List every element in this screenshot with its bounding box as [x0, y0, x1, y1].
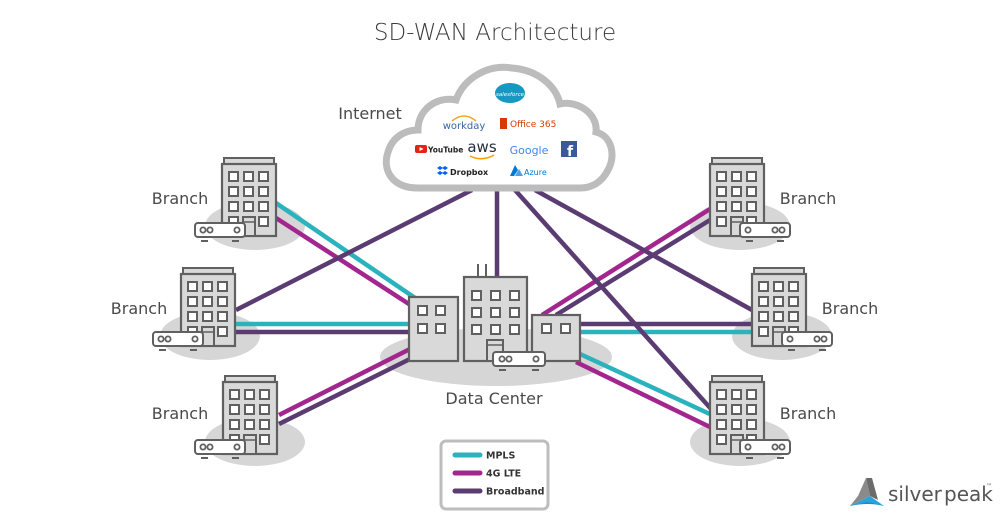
google-logo: Google [510, 144, 549, 157]
link-broadband [513, 188, 714, 412]
legend: MPLS 4G LTE Broadband [439, 439, 550, 511]
data-center-router [492, 351, 546, 371]
legend-label: Broadband [486, 487, 544, 498]
aws-logo: aws [467, 138, 497, 160]
svg-text:f: f [567, 144, 574, 160]
branch-middle-left: Branch [111, 266, 237, 351]
branch-bottom-left: Branch [152, 374, 279, 459]
legend-label: MPLS [486, 451, 515, 462]
branch-label: Branch [822, 299, 878, 318]
branch-label: Branch [152, 189, 208, 208]
branch-top-right: Branch [708, 156, 836, 242]
branch-middle-right: Branch [750, 266, 878, 351]
svg-text:salesforce: salesforce [496, 92, 525, 98]
azure-logo: Azure [510, 165, 547, 177]
link-broadband [234, 187, 474, 313]
dropbox-logo: Dropbox [437, 166, 489, 177]
link-broadband [554, 218, 712, 317]
brand-text-silver: silver [888, 482, 943, 506]
cloud-shape [382, 63, 616, 192]
svg-text:workday: workday [443, 121, 486, 132]
workday-logo: workday [443, 115, 486, 132]
connection-lines [234, 187, 754, 431]
silver-peak-logo: silver peak ™ [850, 478, 993, 506]
branch-label: Branch [152, 404, 208, 423]
legend-item-broadband: Broadband [452, 487, 544, 498]
salesforce-logo: salesforce [495, 83, 525, 103]
link-broadband [533, 188, 754, 312]
facebook-logo: f [561, 141, 577, 160]
diagram-title: SD-WAN Architecture [374, 20, 616, 46]
branch-label: Branch [780, 189, 836, 208]
silver-peak-mark-icon [850, 478, 884, 506]
link-lte [540, 207, 712, 317]
link-lte [575, 359, 713, 431]
link-mpls [579, 351, 713, 418]
internet-label: Internet [338, 104, 402, 123]
branch-label: Branch [111, 299, 167, 318]
link-broadband [277, 355, 414, 427]
data-center-label: Data Center [445, 389, 543, 408]
svg-text:Azure: Azure [524, 168, 547, 177]
branch-top-left: Branch [152, 156, 278, 242]
legend-item-mpls: MPLS [452, 451, 515, 462]
data-center-building-main [462, 275, 529, 363]
internet-cloud: Internet salesforce workday Office 365 Y… [338, 63, 616, 192]
branch-label: Branch [780, 404, 836, 423]
youtube-logo: YouTube [415, 145, 463, 155]
office365-logo: Office 365 [500, 118, 556, 130]
brand-trademark: ™ [986, 483, 992, 490]
link-lte [274, 216, 414, 308]
svg-text:aws: aws [467, 138, 496, 156]
branch-bottom-right: Branch [708, 374, 836, 459]
svg-text:Office 365: Office 365 [510, 120, 556, 130]
svg-text:Dropbox: Dropbox [450, 168, 489, 177]
data-center: Data Center [407, 264, 582, 408]
legend-item-lte: 4G LTE [452, 469, 521, 480]
brand-text-peak: peak [944, 482, 993, 506]
link-lte [277, 346, 412, 418]
legend-label: 4G LTE [486, 469, 521, 480]
svg-text:YouTube: YouTube [427, 146, 463, 155]
data-center-building-left [407, 295, 460, 363]
